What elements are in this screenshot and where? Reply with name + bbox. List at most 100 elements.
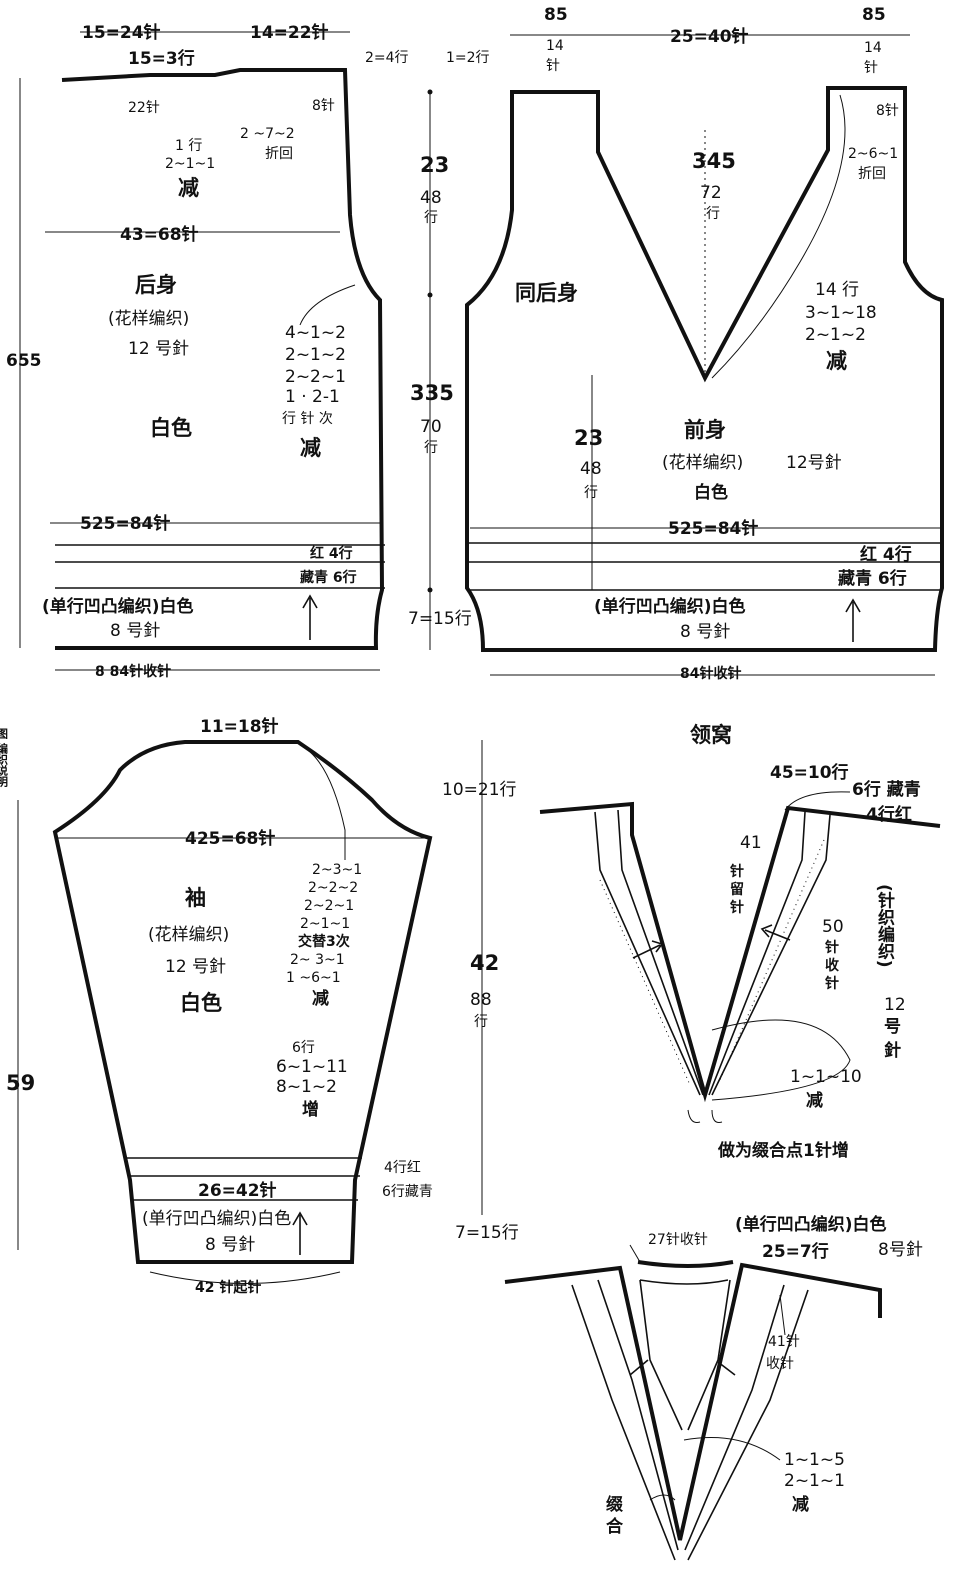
neckband-b-left-outer bbox=[571, 1284, 676, 1561]
neckband-b-band-width: 25=7行 bbox=[762, 1241, 829, 1262]
sleeve-cap-rule-4: 2~1~1 bbox=[300, 916, 350, 932]
back-neck-fold: 折回 bbox=[265, 146, 293, 162]
front-v-depth-label: 345 bbox=[692, 149, 736, 173]
front-v-rule-1: 14 行 bbox=[815, 280, 859, 300]
back-neck-rule-3: 2 ~7~2 bbox=[240, 126, 295, 142]
front-cast-off: 84针收针 bbox=[680, 665, 741, 682]
neckband-b-right-arrow bbox=[717, 1361, 736, 1376]
back-arm-rule-2: 2~1~2 bbox=[285, 345, 346, 365]
sleeve-cap-rule-6: 1 ~6~1 bbox=[286, 970, 341, 986]
front-left-width: 85 bbox=[544, 5, 568, 25]
back-rib-stitch: (单行凹凸编织)白色 bbox=[42, 596, 194, 617]
neckband-b-right-leader bbox=[779, 1294, 786, 1336]
front-lower-rows-1: 48 bbox=[580, 459, 602, 479]
front-v-rule-2: 3~1~18 bbox=[805, 303, 877, 323]
sleeve-panel bbox=[17, 740, 483, 1284]
neckband-side-needle-3: 針 bbox=[884, 1040, 901, 1061]
sleeve-total-length: 59 bbox=[6, 1071, 35, 1095]
sleeve-cuff-rows: 7=15行 bbox=[455, 1223, 519, 1243]
neckband-join-note: 做为缀合点1针增 bbox=[717, 1140, 849, 1161]
back-cast-on: 8 84针收针 bbox=[95, 663, 171, 680]
neckband-left-sts: 41 bbox=[740, 833, 762, 853]
back-rib-needle: 8 号針 bbox=[110, 621, 160, 641]
body-rows-2: 行 bbox=[424, 440, 438, 456]
front-right-width: 85 bbox=[862, 5, 886, 25]
neckband-a-right-outer bbox=[711, 814, 831, 1096]
front-rib-needle: 8 号針 bbox=[680, 622, 730, 642]
neckband-b-left-edge bbox=[639, 1279, 683, 1431]
sleeve-caston-arc bbox=[149, 1271, 341, 1284]
body-height: 335 bbox=[410, 381, 454, 405]
dim-dot-top bbox=[427, 89, 433, 95]
sleeve-needle: 12 号針 bbox=[165, 957, 226, 977]
front-right-unit: 针 bbox=[864, 60, 878, 76]
dim-dot-armhole bbox=[427, 292, 433, 298]
sleeve-cap-top: 11=18针 bbox=[200, 716, 279, 737]
front-center-width: 25=40针 bbox=[670, 26, 749, 47]
neckband-a-outline bbox=[539, 801, 941, 1103]
back-arm-dec: 减 bbox=[300, 436, 321, 460]
front-neck-edge-sts: 8针 bbox=[876, 103, 899, 119]
front-v-rows-2: 行 bbox=[706, 206, 720, 222]
neckband-right-off-2: 收 bbox=[825, 957, 840, 974]
neckband-b-right-edge bbox=[687, 1279, 731, 1431]
rib-rows: 7=15行 bbox=[408, 609, 472, 629]
front-v-leader bbox=[711, 94, 846, 379]
sleeve-cap-alt: 交替3次 bbox=[298, 933, 350, 950]
sleeve-cap-rows: 10=21行 bbox=[442, 780, 517, 800]
back-chest-width: 43=68针 bbox=[120, 224, 199, 245]
neckband-side-needle-2: 号 bbox=[884, 1017, 901, 1037]
back-neck-dec: 减 bbox=[178, 176, 199, 200]
front-lower-rows-2: 行 bbox=[584, 485, 598, 501]
neckband-a-left-arrow bbox=[632, 944, 661, 959]
neckband-navy: 6行 藏青 bbox=[852, 779, 921, 800]
sleeve-cap-rule-3: 2~2~1 bbox=[304, 898, 354, 914]
neckband-a-join-marks bbox=[687, 1109, 723, 1123]
sleeve-arm-len-3: 行 bbox=[474, 1014, 488, 1030]
back-arm-rule-1: 4~1~2 bbox=[285, 323, 346, 343]
neckband-left-hold-1: 针 bbox=[729, 863, 744, 880]
neckband-b-right-sts-2: 收针 bbox=[766, 1356, 794, 1372]
back-arm-rule-head: 行 针 次 bbox=[282, 411, 333, 427]
front-neck-rule: 2~6~1 bbox=[848, 146, 898, 162]
sleeve-title: 袖 bbox=[185, 886, 206, 910]
back-red-rows: 红 4行 bbox=[310, 545, 353, 562]
armhole-rows-1: 48 bbox=[420, 188, 442, 208]
neckband-side-note: (针织编织) bbox=[874, 884, 895, 968]
back-color: 白色 bbox=[150, 416, 192, 440]
sleeve-cap-rule-2: 2~2~2 bbox=[308, 880, 358, 896]
front-left-sts: 14 bbox=[546, 38, 564, 54]
neckband-a-right-arrow-head bbox=[760, 924, 773, 938]
neckband-b-needle: 8号針 bbox=[878, 1240, 923, 1260]
sleeve-arm-len-1: 42 bbox=[470, 951, 499, 975]
neckband-b-rule-1: 1~1~5 bbox=[784, 1450, 845, 1470]
sleeve-navy-rows: 6行藏青 bbox=[382, 1184, 433, 1200]
front-v-dec: 减 bbox=[826, 349, 847, 373]
sleeve-rib-needle: 8 号針 bbox=[205, 1235, 255, 1255]
front-arrow-head bbox=[845, 598, 861, 613]
back-neck-rule-2: 2~1~1 bbox=[165, 156, 215, 172]
front-hem-width: 525=84针 bbox=[668, 518, 758, 539]
neckband-b-neck-curve bbox=[637, 1260, 734, 1268]
back-shoulder-sts: 22针 bbox=[128, 100, 160, 116]
back-arm-leader bbox=[299, 284, 356, 326]
neckband-b-dec-leader bbox=[683, 1437, 781, 1461]
sleeve-rib-stitch: (单行凹凸编织)白色 bbox=[142, 1209, 291, 1229]
sleeve-cap-leader bbox=[299, 744, 346, 860]
front-neck-fold: 折回 bbox=[858, 166, 886, 182]
front-left-unit: 针 bbox=[546, 58, 560, 74]
neckband-b-dec: 减 bbox=[792, 1494, 809, 1515]
neckband-b-seam-2: 合 bbox=[606, 1516, 624, 1537]
neckband-a-right-inner bbox=[708, 811, 806, 1096]
neckband-a-right-arrow bbox=[764, 929, 791, 941]
sleeve-cast-on: 42 针起针 bbox=[195, 1279, 261, 1296]
neckband-detail-b bbox=[504, 1244, 882, 1561]
front-rib-stitch: (单行凹凸编织)白色 bbox=[594, 596, 746, 617]
sleeve-outline bbox=[52, 740, 433, 1264]
sleeve-inc-rule-1: 6行 bbox=[292, 1040, 315, 1056]
front-outline bbox=[465, 86, 944, 652]
neckband-b-seam-1: 缀 bbox=[606, 1494, 624, 1515]
back-top-mid-width: 14=22针 bbox=[250, 22, 329, 43]
front-title: 前身 bbox=[684, 418, 726, 442]
neckband-side-needle-1: 12 bbox=[884, 995, 906, 1015]
